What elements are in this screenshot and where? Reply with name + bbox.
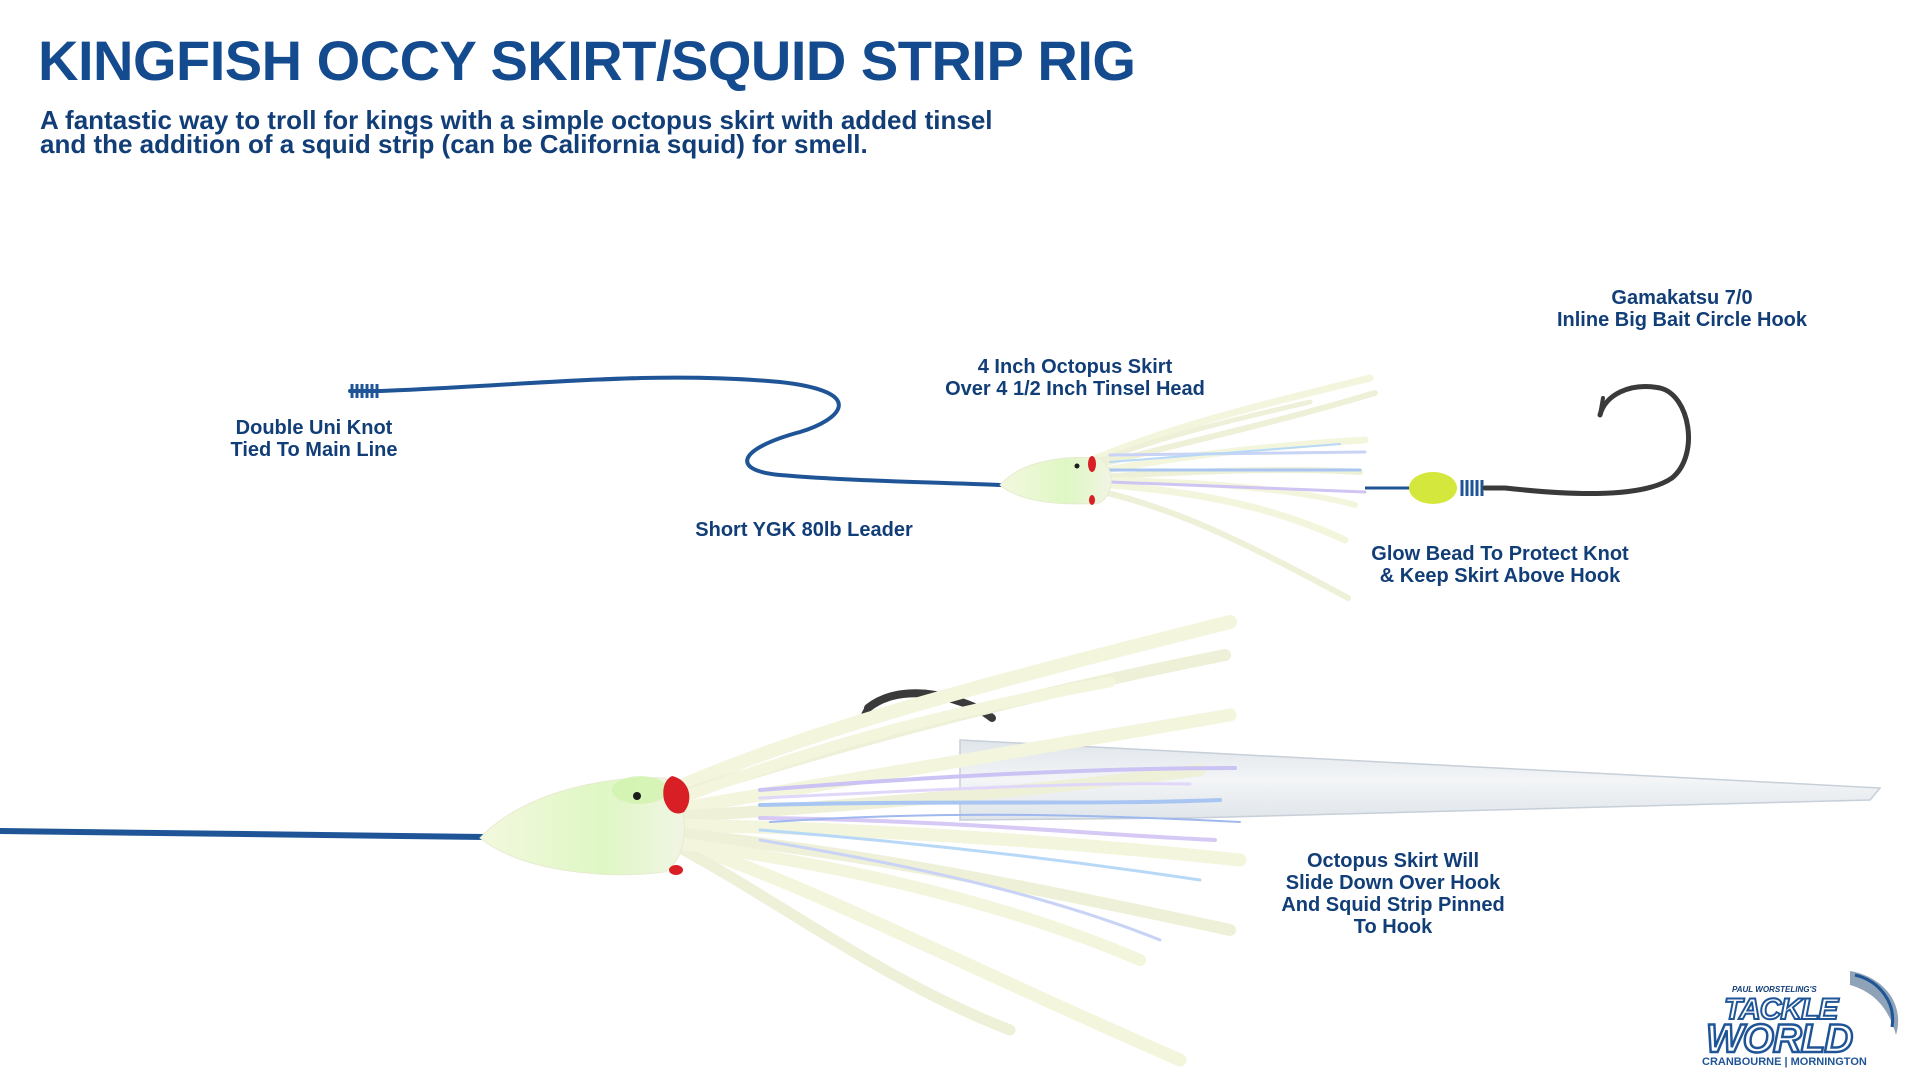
label-skirt-line-2: Over 4 1/2 Inch Tinsel Head	[945, 378, 1205, 400]
label-bead-line-1: Glow Bead To Protect Knot	[1371, 543, 1629, 565]
leader-line	[348, 375, 1002, 487]
page-title: KINGFISH OCCY SKIRT/SQUID STRIP RIG	[38, 29, 1136, 92]
label-slide-line-2: Slide Down Over Hook	[1285, 872, 1501, 894]
logo-brand-bottom: WORLD	[1705, 1016, 1855, 1063]
brand-logo: PAUL WORSTELING'S TACKLE WORLD CRANBOURN…	[1700, 965, 1910, 1070]
label-slide-line-4: To Hook	[1353, 916, 1433, 938]
glow-bead-icon	[1409, 472, 1457, 504]
label-skirt-line-1: 4 Inch Octopus Skirt	[977, 356, 1173, 378]
circle-hook-icon	[1482, 384, 1692, 497]
logo-tagline: PAUL WORSTELING'S	[1732, 985, 1817, 994]
upper-rig	[348, 374, 1692, 601]
page-subtitle: A fantastic way to troll for kings with …	[40, 105, 1140, 159]
logo-locations: CRANBOURNE | MORNINGTON	[1702, 1056, 1867, 1068]
label-bead-line-2: & Keep Skirt Above Hook	[1379, 565, 1621, 587]
large-skirt	[643, 615, 1247, 1067]
subtitle-line-2: and the addition of a squid strip (can b…	[40, 129, 868, 159]
large-skirt-head	[479, 776, 690, 876]
label-leader-line-1: Short YGK 80lb Leader	[695, 519, 913, 541]
label-slide: Octopus Skirt Will Slide Down Over Hook …	[1281, 850, 1504, 938]
label-bead: Glow Bead To Protect Knot & Keep Skirt A…	[1371, 543, 1628, 587]
label-uni-knot-line-2: Tied To Main Line	[230, 439, 398, 461]
hook-knot-icon	[1460, 480, 1484, 496]
label-hook: Gamakatsu 7/0 Inline Big Bait Circle Hoo…	[1557, 287, 1807, 331]
label-skirt: 4 Inch Octopus Skirt Over 4 1/2 Inch Tin…	[945, 356, 1205, 400]
main-line	[0, 828, 488, 840]
label-slide-line-3: And Squid Strip Pinned	[1281, 894, 1505, 916]
large-eye-icon	[663, 776, 690, 814]
label-uni-knot-line-1: Double Uni Knot	[235, 417, 393, 439]
label-hook-line-2: Inline Big Bait Circle Hook	[1556, 309, 1808, 331]
label-hook-line-1: Gamakatsu 7/0	[1611, 287, 1753, 309]
small-skirt	[1076, 374, 1378, 601]
small-skirt-head	[999, 456, 1112, 505]
subtitle-line-1: A fantastic way to troll for kings with …	[40, 105, 993, 135]
label-leader: Short YGK 80lb Leader	[695, 519, 912, 541]
small-eye-icon	[1088, 456, 1096, 472]
label-uni-knot: Double Uni Knot Tied To Main Line	[230, 417, 397, 461]
lower-rig	[0, 615, 1882, 1067]
logo-swoosh-icon	[1850, 971, 1899, 1035]
logo-brand-top: TACKLE	[1723, 992, 1839, 1027]
label-slide-line-1: Octopus Skirt Will	[1306, 850, 1480, 872]
